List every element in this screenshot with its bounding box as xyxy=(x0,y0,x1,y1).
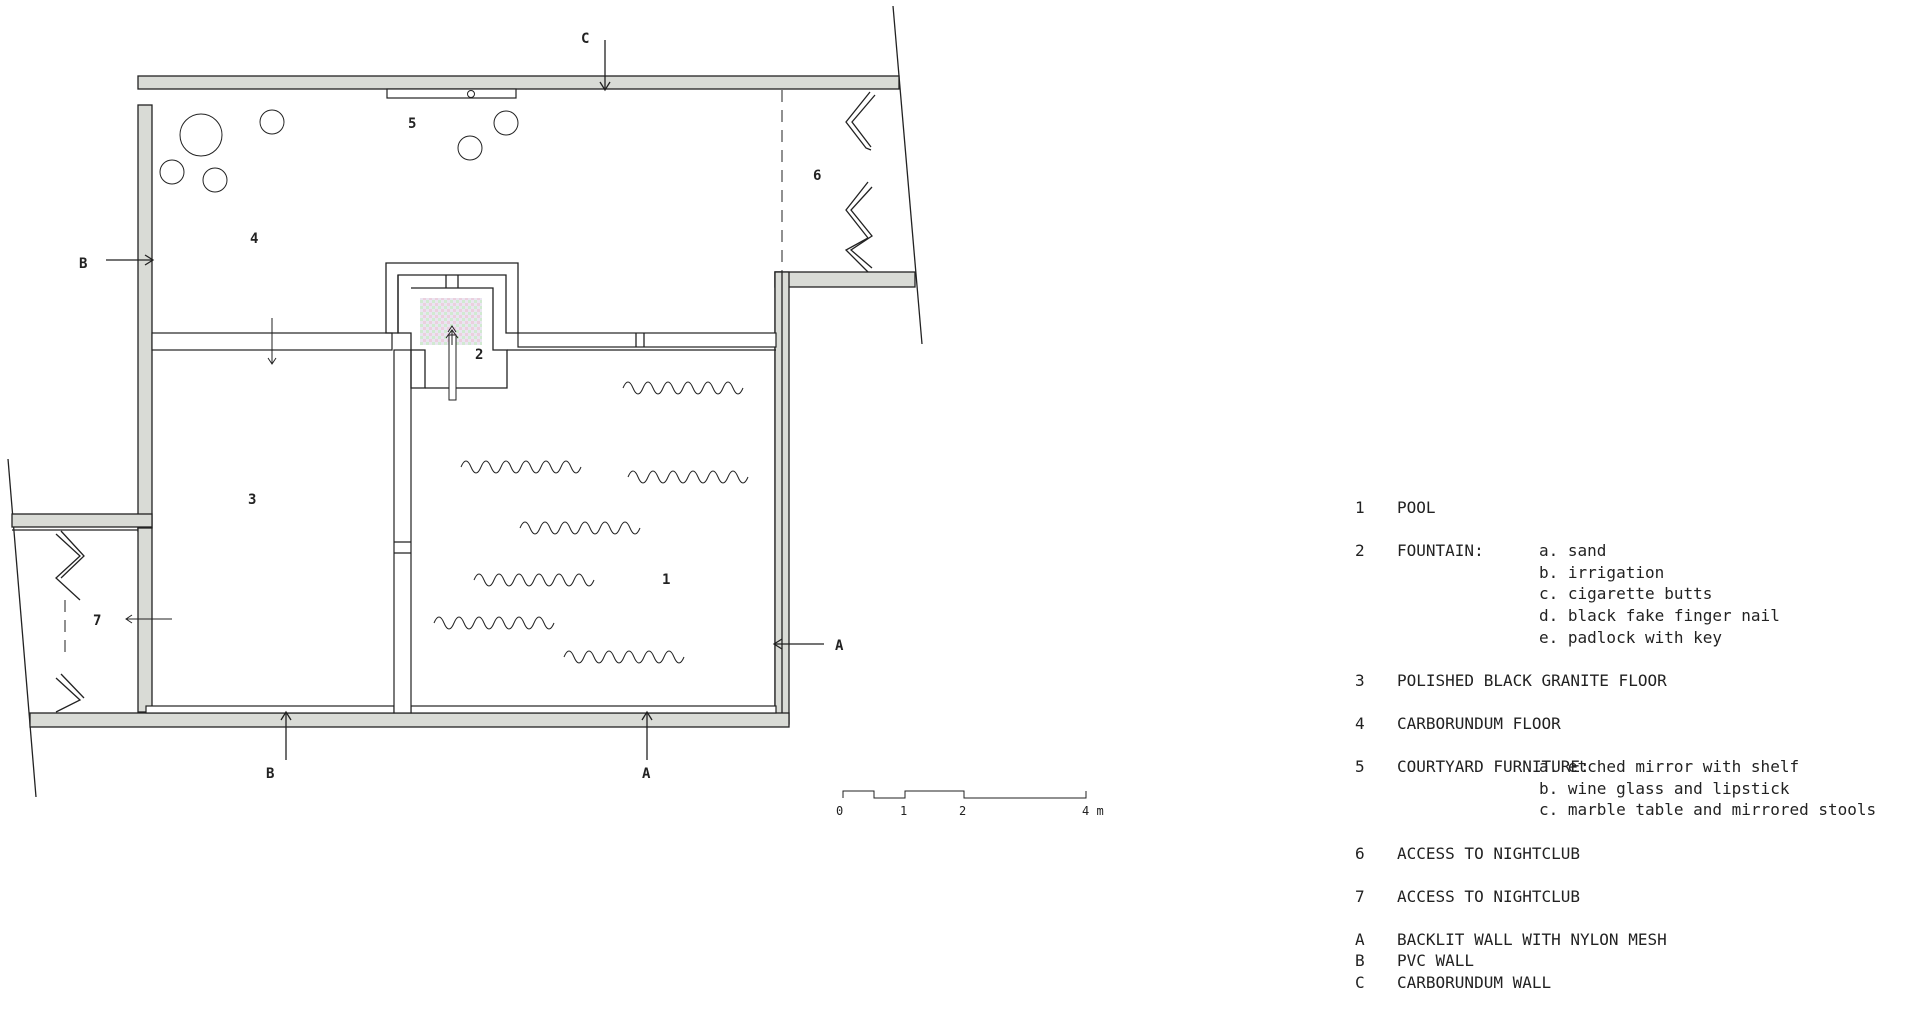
marble-table xyxy=(179,113,223,157)
legend-label: CARBORUNDUM WALL xyxy=(1397,973,1552,993)
mirrored-stool xyxy=(457,135,483,161)
legend-key: 2 xyxy=(1355,541,1365,561)
legend-sub-item: b. irrigation xyxy=(1539,562,1665,582)
scale-label-0: 0 xyxy=(836,804,843,818)
legend-sub-item: a. etched mirror with shelf xyxy=(1539,757,1800,777)
water-wave xyxy=(627,470,749,484)
mirrored-stool xyxy=(493,110,519,136)
room-number-4: 4 xyxy=(250,231,258,247)
legend-key: 3 xyxy=(1355,670,1365,690)
bottom-wall xyxy=(29,705,790,728)
nightclub-door-7 xyxy=(55,530,85,713)
room-number-5: 5 xyxy=(408,116,416,132)
legend-label: POOL xyxy=(1397,498,1436,517)
scale-label-1: 1 xyxy=(900,804,907,818)
left-wall-upper xyxy=(11,104,153,713)
legend-key: 6 xyxy=(1355,843,1365,863)
room-number-7: 7 xyxy=(93,613,101,629)
pool-water xyxy=(433,381,749,664)
mirrored-stool xyxy=(159,159,185,185)
nightclub-door-6 xyxy=(844,91,876,273)
legend-sub-item: c. marble table and mirrored stools xyxy=(1539,800,1877,820)
direction-arrows xyxy=(125,318,277,624)
water-wave xyxy=(519,521,641,535)
right-wall xyxy=(774,271,916,725)
legend-label: BACKLIT WALL WITH NYLON MESH xyxy=(1397,929,1667,949)
legend-sub-item: d. black fake finger nail xyxy=(1539,605,1780,625)
legend-key: B xyxy=(1355,951,1365,971)
legend-key: A xyxy=(1355,929,1365,949)
scale-bar: 0 1 2 4 m xyxy=(836,790,1104,818)
section-label-c: C xyxy=(581,31,589,47)
water-wave xyxy=(563,650,685,664)
etched-mirror-shelf xyxy=(386,88,517,99)
legend-key: 4 xyxy=(1355,713,1365,733)
legend-item: 1 POOL xyxy=(1355,497,1915,519)
legend-label: PVC WALL xyxy=(1397,951,1475,971)
scale-label-2: 2 xyxy=(959,804,966,818)
legend-item: 6 ACCESS TO NIGHTCLUB xyxy=(1355,843,1915,865)
room-number-3: 3 xyxy=(248,492,256,508)
section-label-a-right: A xyxy=(835,638,844,654)
wine-glass xyxy=(467,90,475,98)
courtyard-furniture xyxy=(159,109,519,193)
water-wave xyxy=(622,381,744,395)
top-wall xyxy=(137,75,900,99)
legend-label: ACCESS TO NIGHTCLUB xyxy=(1397,886,1581,906)
water-wave xyxy=(433,616,555,630)
legend-wall-item: A BACKLIT WALL WITH NYLON MESH xyxy=(1355,929,1915,951)
room-number-2: 2 xyxy=(475,347,483,363)
legend-sub-item: a. sand xyxy=(1539,541,1607,561)
mirrored-stool xyxy=(202,167,228,193)
legend-item: 4 CARBORUNDUM FLOOR xyxy=(1355,713,1915,735)
water-wave xyxy=(473,573,595,587)
room-number-1: 1 xyxy=(662,572,670,588)
legend-item: 7 ACCESS TO NIGHTCLUB xyxy=(1355,886,1915,908)
legend-key: 1 xyxy=(1355,498,1365,517)
legend-label: ACCESS TO NIGHTCLUB xyxy=(1397,843,1581,863)
section-label-b-left: B xyxy=(79,256,87,272)
legend-label: POLISHED BLACK GRANITE FLOOR xyxy=(1397,670,1667,690)
legend-sub-item: b. wine glass and lipstick xyxy=(1539,778,1790,798)
legend-sub-item: c. cigarette butts xyxy=(1539,584,1713,604)
legend-label: CARBORUNDUM FLOOR xyxy=(1397,713,1561,733)
water-wave xyxy=(460,460,582,474)
section-arrows xyxy=(106,40,824,760)
legend-key: C xyxy=(1355,973,1365,993)
legend-item: 3 POLISHED BLACK GRANITE FLOOR xyxy=(1355,670,1915,692)
fountain-enclosure xyxy=(385,262,519,401)
scale-label-4m: 4 m xyxy=(1082,804,1104,818)
legend-sub-item: e. padlock with key xyxy=(1539,627,1723,647)
legend-key: 7 xyxy=(1355,886,1365,906)
section-label-b-bottom: B xyxy=(266,766,274,782)
legend-key: 5 xyxy=(1355,757,1365,777)
legend-wall-item: C CARBORUNDUM WALL xyxy=(1355,972,1915,994)
room-number-6: 6 xyxy=(813,168,821,184)
mirrored-stool xyxy=(259,109,285,135)
section-label-a-bottom: A xyxy=(642,766,651,782)
legend-wall-item: B PVC WALL xyxy=(1355,950,1915,972)
